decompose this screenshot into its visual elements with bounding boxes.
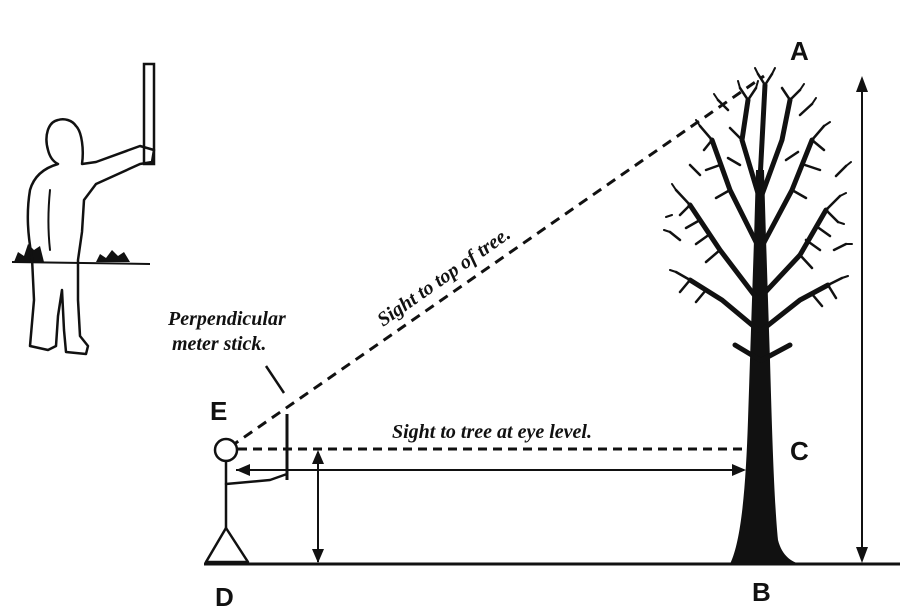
tree-twigs [668, 72, 848, 308]
tree-height-arrowhead-top [856, 76, 868, 92]
annotation-stick-line2: meter stick. [172, 333, 266, 355]
sight-line-to-top [229, 74, 765, 449]
ground-horizon-line [11, 261, 151, 265]
meter-stick-pointer [264, 365, 286, 394]
background-shrubs [14, 244, 130, 262]
person-silhouette [26, 118, 156, 356]
annotation-sight-eye-level: Sight to tree at eye level. [392, 421, 592, 443]
distance-arrowhead-left [236, 464, 250, 476]
tree-height-arrowhead-bottom [856, 547, 868, 563]
held-meter-stick [142, 62, 156, 166]
observer-head [213, 437, 239, 463]
point-label-e: E [210, 396, 227, 426]
person-arm-detail [47, 189, 51, 251]
stick-figure-observer [204, 437, 289, 564]
observer-legs [204, 526, 250, 564]
annotation-stick-line1: Perpendicular [167, 308, 286, 330]
distance-arrowhead-right [732, 464, 746, 476]
eye-height-arrowhead-top [312, 450, 324, 464]
tree-trunk [730, 170, 800, 564]
annotation-sight-top: Sight to top of tree. [373, 223, 514, 331]
point-label-a: A [790, 36, 809, 66]
observer-arm [224, 472, 289, 486]
point-label-b: B [752, 577, 771, 607]
point-label-c: C [790, 436, 809, 466]
point-label-d: D [215, 582, 234, 612]
tree [663, 67, 853, 564]
eye-height-arrowhead-bottom [312, 549, 324, 563]
person-with-stick-figure [11, 62, 156, 356]
